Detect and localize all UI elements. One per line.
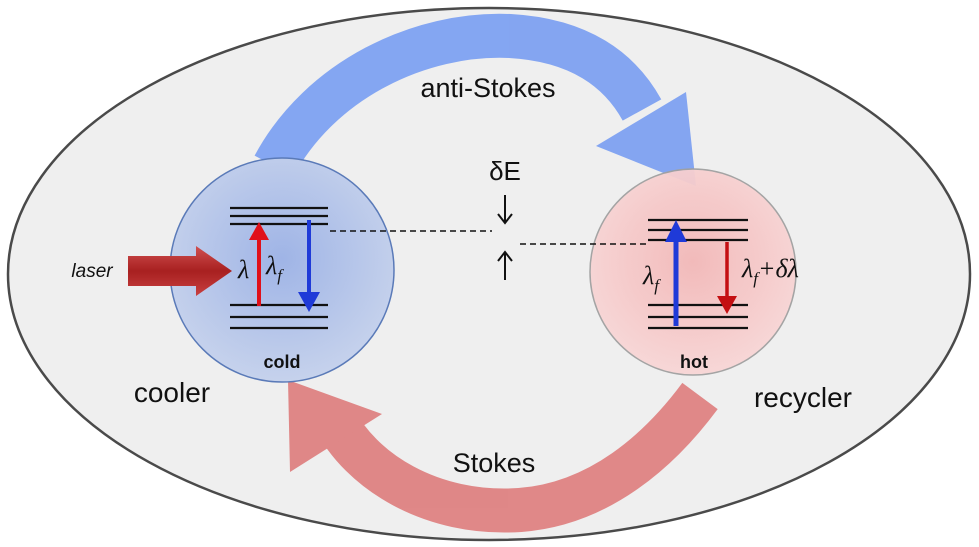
anti-stokes-label: anti-Stokes [420, 73, 555, 103]
cold-label: cold [263, 352, 300, 372]
lambda-f-plus-delta-lambda-symbol: λf+δλ [741, 254, 799, 288]
laser-label: laser [71, 261, 113, 282]
cold-energy-levels [230, 206, 328, 330]
cooler-label: cooler [134, 377, 210, 408]
stokes-arrow [288, 380, 718, 533]
hot-absorption-arrow [665, 220, 687, 326]
background-ellipse [6, 6, 972, 542]
hot-label: hot [680, 352, 708, 372]
absorption-arrow [249, 222, 269, 306]
lambda-f-cold-symbol: λf [265, 251, 284, 285]
stokes-label: Stokes [453, 448, 536, 478]
cold-emission-arrow [298, 220, 320, 312]
delta-e-label: δE [489, 156, 521, 186]
recycler-label: recycler [754, 382, 852, 413]
lambda-symbol: λ [237, 255, 249, 284]
anti-stokes-arrow [254, 13, 696, 186]
lambda-f-hot-symbol: λf [642, 261, 661, 295]
laser-arrow [128, 246, 232, 296]
delta-e-arrows [497, 195, 513, 280]
hot-emission-arrow [717, 242, 737, 314]
